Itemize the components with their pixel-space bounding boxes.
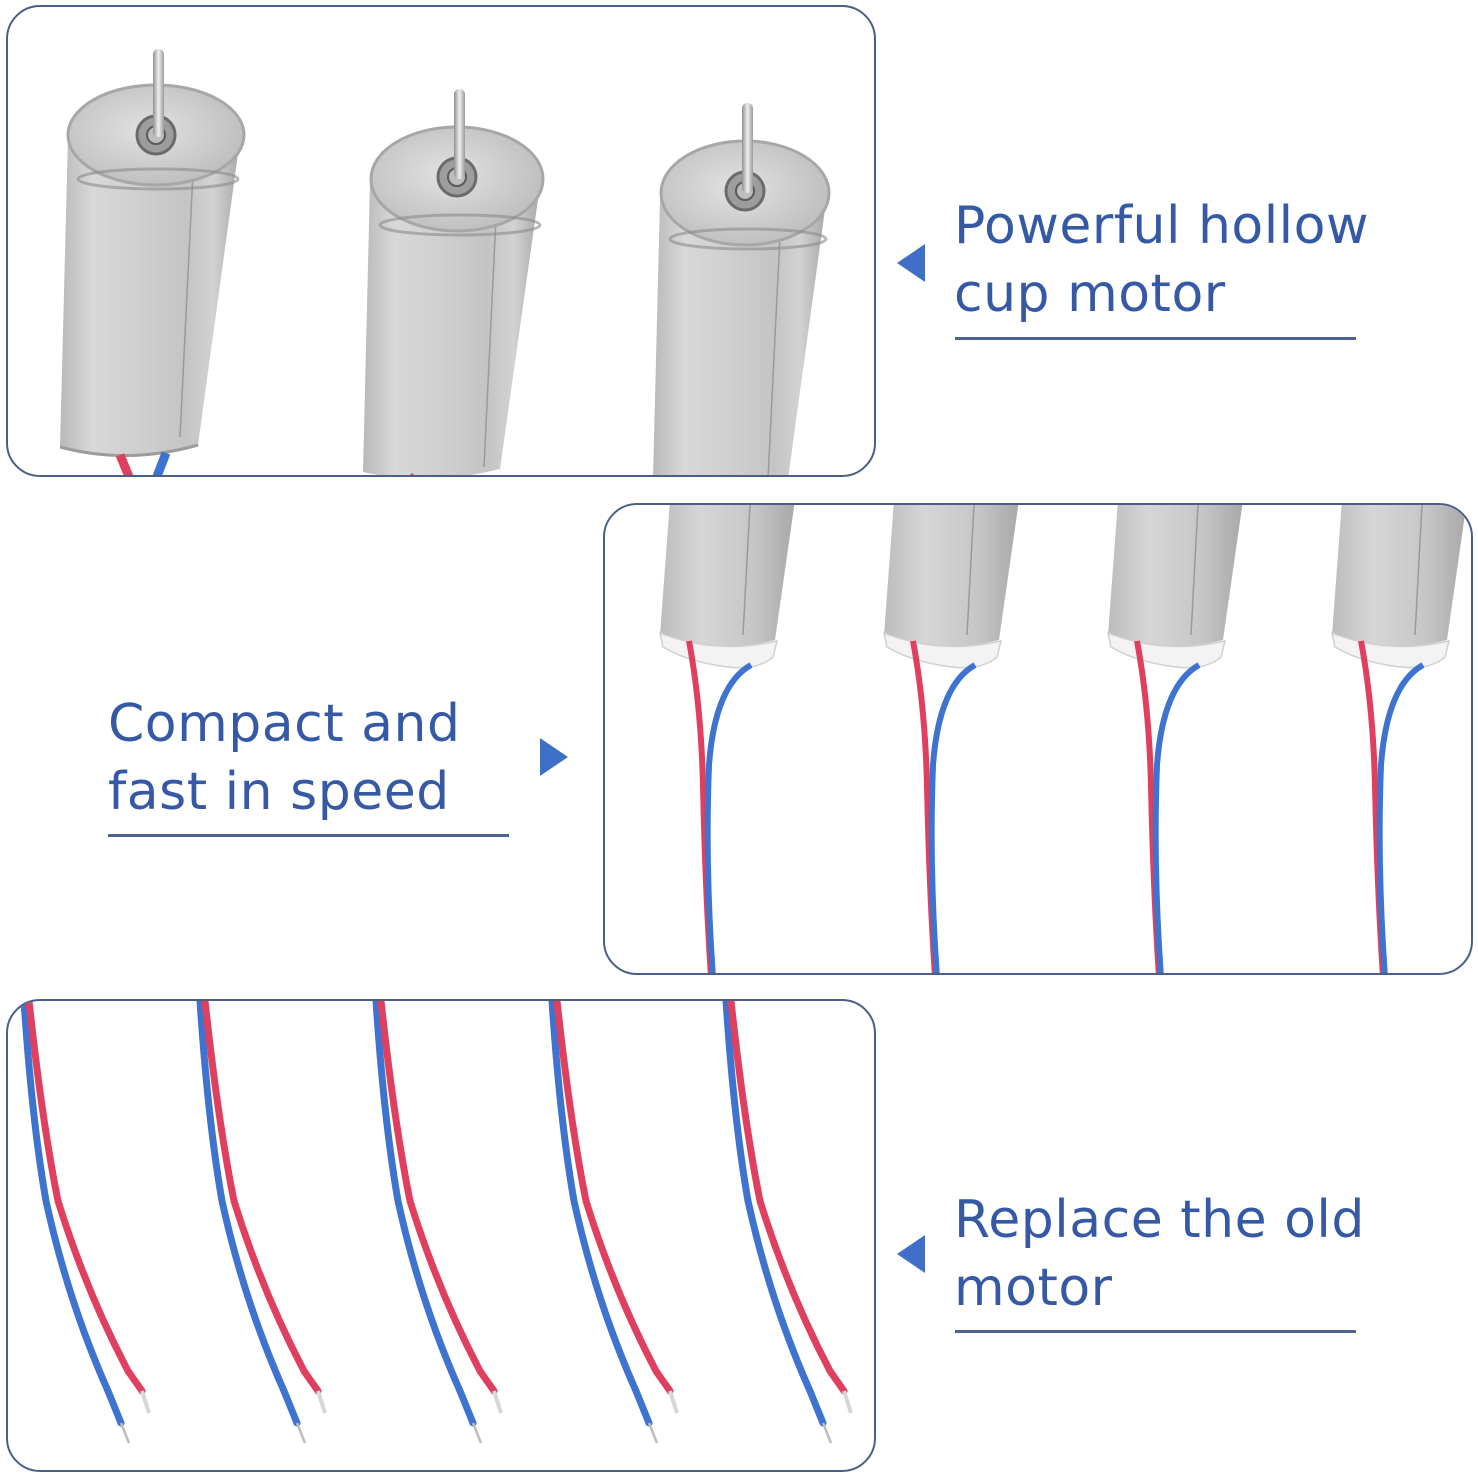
- caption-line: motor: [954, 1258, 1113, 1318]
- caption-line: fast in speed: [108, 762, 450, 822]
- feature-caption-compact: Compact and fast in speed: [108, 690, 461, 826]
- motor-with-wires-3: [1108, 505, 1243, 975]
- motor-with-wires-4: [1332, 505, 1467, 975]
- wire-pair-2: [200, 1001, 325, 1443]
- caption-underline: [955, 337, 1356, 340]
- feature-caption-hollow-cup: Powerful hollow cup motor: [954, 192, 1369, 328]
- caption-line: cup motor: [954, 264, 1226, 324]
- motor-2: [363, 89, 545, 475]
- motor-top-photo-panel: [6, 5, 876, 477]
- feature-caption-replace: Replace the old motor: [954, 1186, 1365, 1322]
- wire-pair-5: [726, 1001, 851, 1443]
- triangle-left-icon: [897, 1235, 925, 1273]
- motor-1: [59, 49, 246, 475]
- motor-top-illustration: [59, 49, 831, 475]
- caption-underline: [955, 1330, 1356, 1333]
- triangle-right-icon: [540, 738, 568, 776]
- motor-with-wires: [658, 505, 795, 973]
- motor-wires-photo-panel: [603, 503, 1473, 975]
- motor-bottom-illustration: [658, 505, 1473, 975]
- wire-pair-3: [376, 1001, 501, 1443]
- wire-leads-illustration: [20, 1001, 876, 1472]
- motor-3: [653, 103, 831, 475]
- caption-underline: [108, 834, 509, 837]
- motor-with-wires-2: [884, 505, 1019, 975]
- wire-leads-photo-panel: [6, 999, 876, 1472]
- wire-pair: [20, 1001, 151, 1444]
- caption-line: Compact and: [108, 694, 461, 754]
- caption-line: Replace the old: [954, 1190, 1365, 1250]
- triangle-left-icon: [897, 244, 925, 282]
- caption-line: Powerful hollow: [954, 196, 1369, 256]
- wire-pair-4: [552, 1001, 677, 1443]
